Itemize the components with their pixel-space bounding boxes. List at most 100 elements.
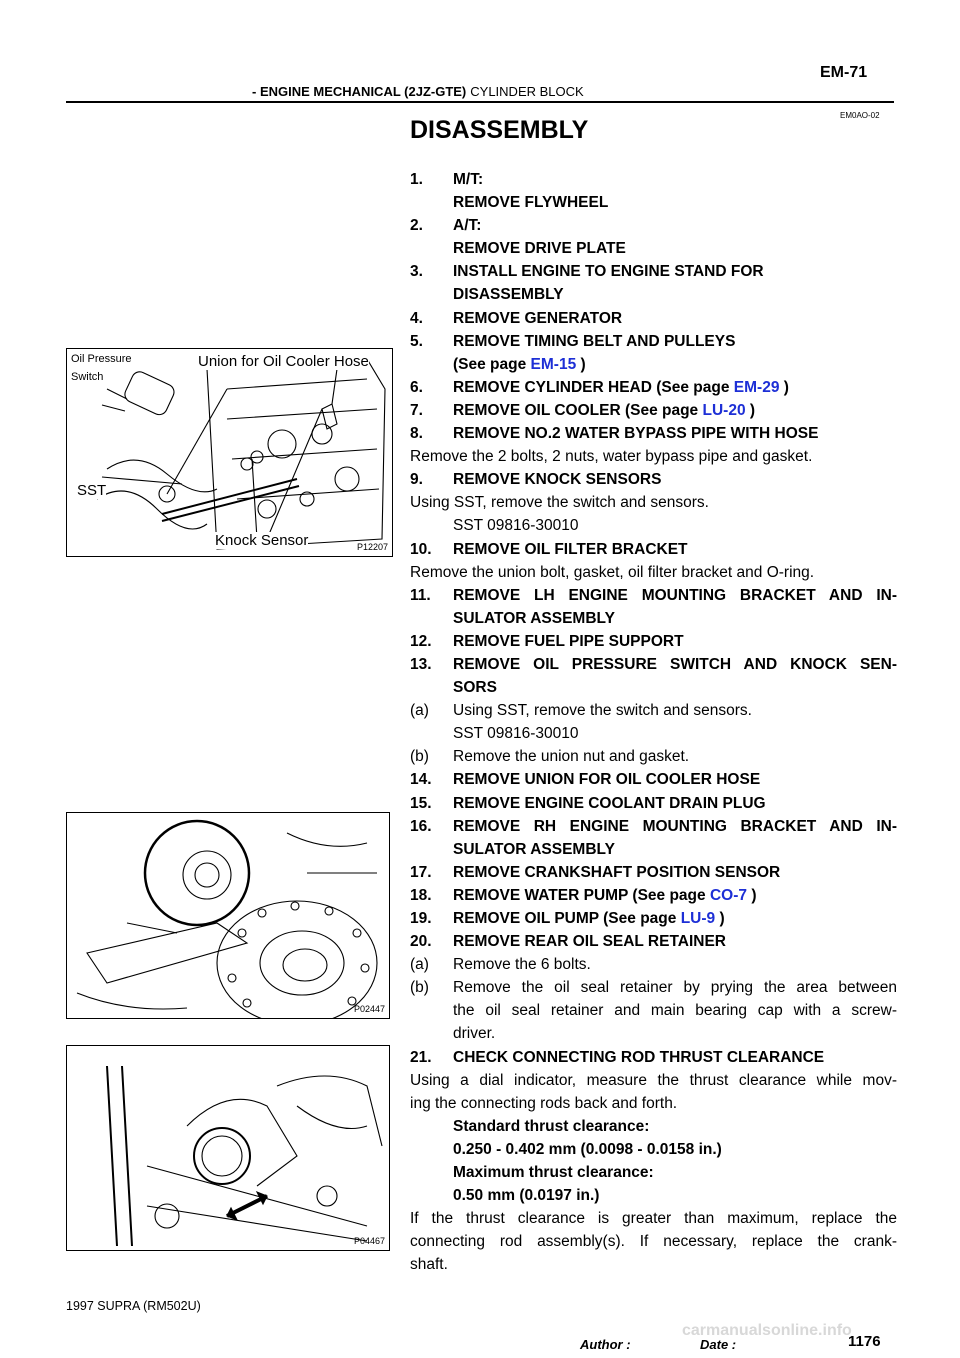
step-number: 9. — [410, 471, 423, 489]
step-text: REMOVE UNION FOR OIL COOLER HOSE — [453, 771, 761, 789]
step-text: REMOVE CRANKSHAFT POSITION SENSOR — [453, 863, 781, 881]
figure-code: P02447 — [353, 1004, 385, 1014]
step-text: ing the connecting rods back and forth. — [410, 1094, 678, 1112]
step-text: A/T: — [453, 217, 482, 235]
step-text: SULATOR ASSEMBLY — [453, 840, 615, 858]
step-text: Remove the 6 bolts. — [453, 956, 591, 974]
step-number: 12. — [410, 632, 432, 650]
step-number: 16. — [410, 817, 432, 835]
procedure-line: 14. REMOVE UNION FOR OIL COOLER HOSE — [410, 768, 897, 791]
step-text: REMOVE NO.2 WATER BYPASS PIPE WITH HOSE — [453, 425, 819, 443]
procedure-line: 7.REMOVE OIL COOLER (See page LU-20 ) — [410, 399, 897, 422]
subsection-title: CYLINDER BLOCK — [470, 84, 584, 99]
step-text: Remove the 2 bolts, 2 nuts, water bypass… — [410, 448, 813, 466]
step-text: Remove the oil seal retainer by prying t… — [453, 979, 897, 997]
step-text: REMOVE LH ENGINE MOUNTING BRACKET AND IN… — [453, 586, 897, 604]
step-number: (a) — [410, 702, 429, 720]
step-text: SORS — [453, 679, 497, 697]
procedure-line: If the thrust clearance is greater than … — [410, 1207, 897, 1230]
page-reference-link[interactable]: CO-7 — [709, 886, 747, 904]
closing-paren: ) — [751, 886, 757, 904]
footer-date: Date : — [700, 1337, 737, 1352]
procedure-line: the oil seal retainer and main bearing c… — [410, 999, 897, 1022]
step-number: 8. — [410, 425, 423, 443]
step-text: Remove the union nut and gasket. — [453, 748, 690, 766]
step-text: REMOVE CYLINDER HEAD (See page — [453, 378, 730, 396]
step-text: REMOVE TIMING BELT AND PULLEYS — [453, 332, 736, 350]
procedure-line: (b)Remove the oil seal retainer by pryin… — [410, 976, 897, 999]
procedure-line: 21.CHECK CONNECTING ROD THRUST CLEARANCE — [410, 1046, 897, 1069]
procedure-line: 16. REMOVE RH ENGINE MOUNTING BRACKET AND… — [410, 815, 897, 838]
procedure-line: 19.REMOVE OIL PUMP (See page LU-9 ) — [410, 907, 897, 930]
page-title: DISASSEMBLY — [410, 116, 589, 144]
step-text: Using a dial indicator, measure the thru… — [410, 1071, 897, 1089]
step-number: (a) — [410, 956, 429, 974]
step-number: 11. — [410, 586, 431, 604]
footer-model: 1997 SUPRA (RM502U) — [66, 1299, 201, 1313]
step-number: 15. — [410, 794, 432, 812]
step-text: REMOVE OIL FILTER BRACKET — [453, 540, 688, 558]
closing-paren: ) — [719, 910, 725, 927]
step-number: (b) — [410, 748, 429, 766]
procedure-line: 8. REMOVE NO.2 WATER BYPASS PIPE WITH HOS… — [410, 422, 897, 445]
closing-paren: ) — [749, 401, 756, 419]
step-text: Standard thrust clearance: — [453, 1117, 650, 1135]
label-switch: Switch — [71, 371, 104, 383]
step-text: REMOVE WATER PUMP (See page — [453, 886, 706, 904]
step-number: 2. — [410, 217, 423, 235]
procedure-line: 13.REMOVE OIL PRESSURE SWITCH AND KNOCK … — [410, 653, 897, 676]
step-number: 6. — [410, 378, 423, 396]
footer-author: Author : — [580, 1337, 631, 1352]
step-text: REMOVE DRIVE PLATE — [453, 240, 626, 258]
step-text: Maximum thrust clearance: — [453, 1164, 654, 1182]
closing-paren: ) — [783, 378, 789, 396]
label-knock-sensor: Knock Sensor — [215, 532, 309, 549]
procedure-line: 6. REMOVE CYLINDER HEAD (See page EM-29 ) — [410, 376, 897, 399]
step-text: REMOVE KNOCK SENSORS — [453, 471, 662, 489]
procedure-line: Remove the 2 bolts, 2 nuts, water bypass… — [410, 445, 897, 468]
procedure-line: SST 09816-30010 — [410, 722, 897, 745]
figure-rear-oil-seal-retainer: P02447 — [66, 812, 390, 1019]
procedure-line: shaft. — [410, 1253, 897, 1276]
step-text: REMOVE RH ENGINE MOUNTING BRACKET AND IN… — [453, 817, 897, 835]
page-reference-link[interactable]: EM-29 — [733, 378, 780, 396]
step-number: 10. — [410, 540, 432, 558]
step-text: SULATOR ASSEMBLY — [453, 609, 615, 627]
procedure-line: 9. REMOVE KNOCK SENSORS — [410, 468, 897, 491]
procedure-line: 12.REMOVE FUEL PIPE SUPPORT — [410, 630, 897, 653]
figure-code: P12207 — [356, 542, 388, 552]
step-text: REMOVE OIL PUMP (See page — [453, 910, 677, 927]
step-number: 17. — [410, 863, 432, 881]
step-text: INSTALL ENGINE TO ENGINE STAND FOR — [453, 263, 764, 281]
procedure-line: (See page EM-15 ) — [410, 353, 897, 376]
step-number: 5. — [410, 332, 423, 350]
step-text: DISASSEMBLY — [453, 286, 564, 304]
step-number: 14. — [410, 771, 432, 789]
page-reference-link[interactable]: LU-20 — [702, 401, 746, 419]
step-text: the oil seal retainer and main bearing c… — [453, 1002, 897, 1020]
step-text: REMOVE GENERATOR — [453, 309, 623, 327]
procedure-line: 0.250 - 0.402 mm (0.0098 - 0.0158 in.) — [410, 1138, 897, 1161]
step-text: M/T: — [453, 171, 484, 188]
page-reference-link[interactable]: EM-15 — [530, 355, 577, 373]
step-number: 3. — [410, 263, 423, 281]
figure-thrust-clearance: P04467 — [66, 1045, 390, 1251]
step-text: driver. — [453, 1025, 496, 1043]
step-number: 7. — [410, 401, 423, 419]
step-text: 0.50 mm (0.0197 in.) — [453, 1187, 600, 1205]
header-rule — [66, 101, 894, 103]
procedure-line: (a) Remove the 6 bolts. — [410, 953, 897, 976]
procedure-line: 2. A/T: — [410, 214, 897, 237]
procedure-line: 20.REMOVE REAR OIL SEAL RETAINER — [410, 930, 897, 953]
page-reference-link[interactable]: LU-9 — [680, 910, 716, 927]
procedure-line: 4. REMOVE GENERATOR — [410, 307, 897, 330]
step-text: REMOVE REAR OIL SEAL RETAINER — [453, 933, 727, 951]
dial-indicator-illustration — [106, 1065, 383, 1247]
label-oil-pressure: Oil Pressure — [71, 353, 132, 365]
step-number: 4. — [410, 309, 423, 327]
procedure-line: SULATOR ASSEMBLY — [410, 838, 897, 861]
procedure-line: 5. REMOVE TIMING BELT AND PULLEYS — [410, 330, 897, 353]
step-text: REMOVE ENGINE COOLANT DRAIN PLUG — [453, 794, 766, 812]
engine-block-illustration — [96, 358, 386, 550]
procedure-line: SORS — [410, 676, 897, 699]
